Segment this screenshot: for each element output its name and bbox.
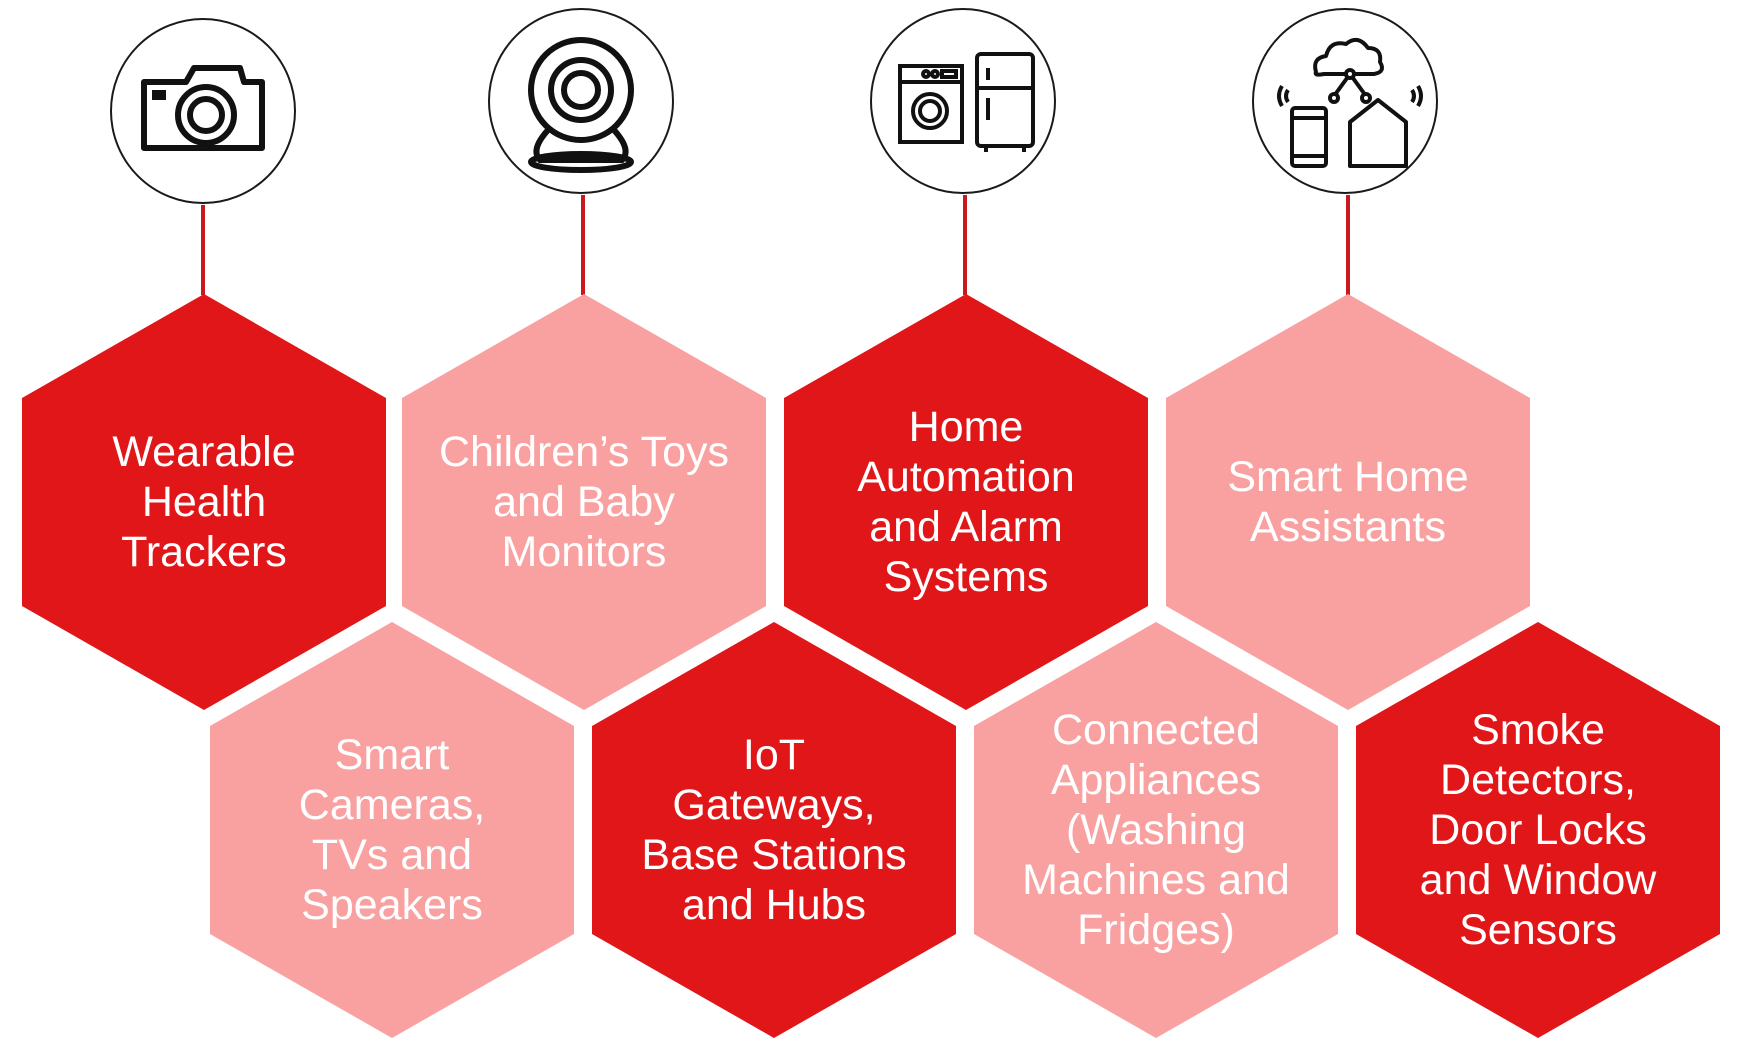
hexagon-label: Wearable Health Trackers xyxy=(112,428,296,576)
hexagon-smart-cameras-tvs-speakers: Smart Cameras, TVs and Speakers xyxy=(210,622,574,1038)
hexagon-smoke-detectors-door-locks-window-sensors: Smoke Detectors, Door Locks and Window S… xyxy=(1356,622,1720,1038)
hexagon-wearable-health-trackers: Wearable Health Trackers xyxy=(22,294,386,710)
connector-line xyxy=(201,205,205,295)
connector-line xyxy=(963,195,967,295)
connector-line xyxy=(581,195,585,295)
hexagon-connected-appliances: Connected Appliances (Washing Machines a… xyxy=(974,622,1338,1038)
connector-line xyxy=(1346,195,1350,295)
hexagon-childrens-toys-baby-monitors: Children’s Toys and Baby Monitors xyxy=(402,294,766,710)
washing-machine-fridge-icon xyxy=(870,8,1056,194)
hexagon-label: Smart Cameras, TVs and Speakers xyxy=(298,731,486,929)
hexagon-label: Smoke Detectors, Door Locks and Window S… xyxy=(1419,706,1657,954)
smart-home-cloud-icon xyxy=(1252,8,1438,194)
hexagon-label: Connected Appliances (Washing Machines a… xyxy=(1022,706,1290,954)
hexagon-smart-home-assistants: Smart Home Assistants xyxy=(1166,294,1530,710)
camera-icon xyxy=(110,18,296,204)
hexagon-label: Children’s Toys and Baby Monitors xyxy=(439,428,729,576)
webcam-icon xyxy=(488,8,674,194)
hexagon-label: Smart Home Assistants xyxy=(1227,453,1469,551)
hexagon-label: Home Automation and Alarm Systems xyxy=(857,403,1075,601)
hexagon-home-automation-alarm-systems: Home Automation and Alarm Systems xyxy=(784,294,1148,710)
hexagon-label: IoT Gateways, Base Stations and Hubs xyxy=(641,731,907,929)
hexagon-iot-gateways-base-stations-hubs: IoT Gateways, Base Stations and Hubs xyxy=(592,622,956,1038)
